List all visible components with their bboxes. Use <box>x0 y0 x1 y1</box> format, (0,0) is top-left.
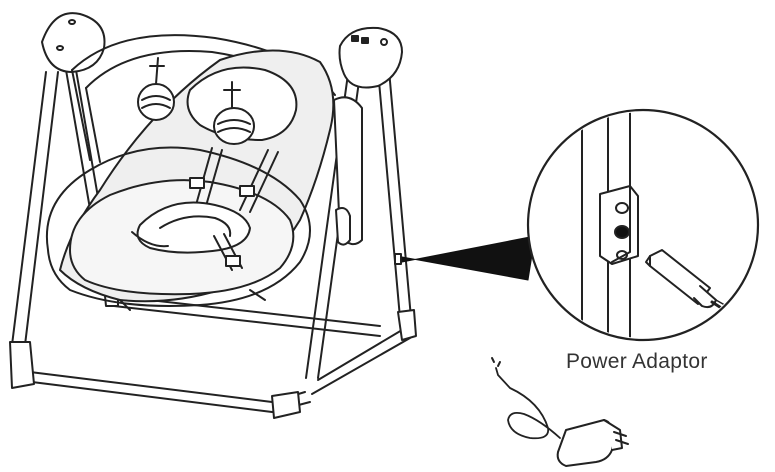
adapter-body <box>558 420 612 466</box>
toy-ball-right <box>214 108 254 144</box>
right-front-foot <box>272 392 300 418</box>
left-hub-dot <box>69 20 75 24</box>
right-rear-foot <box>398 310 416 340</box>
hanging-toys <box>138 58 254 144</box>
panel-button <box>362 38 368 43</box>
left-hub-dot <box>57 46 63 50</box>
side-base-bar <box>312 330 410 394</box>
power-adaptor-label: Power Adaptor <box>566 350 708 373</box>
wall-adapter <box>492 358 628 466</box>
left-front-leg <box>12 72 58 345</box>
callout-pointer <box>402 236 535 280</box>
buckle-pad <box>138 203 250 253</box>
right-rear-leg <box>378 70 411 318</box>
adapter-cable <box>496 368 560 438</box>
seat-cushion <box>47 148 310 307</box>
seat <box>47 50 333 310</box>
control-panel <box>334 28 402 245</box>
magnified-callout <box>528 100 758 360</box>
toy-ball-left <box>138 84 174 120</box>
panel-button <box>352 36 358 41</box>
front-base-bar <box>30 372 310 412</box>
left-front-foot <box>10 342 34 388</box>
left-hub <box>42 13 105 72</box>
harness <box>132 148 278 270</box>
panel-knob <box>381 39 387 45</box>
side-clip <box>336 208 350 245</box>
power-jack <box>395 254 401 264</box>
